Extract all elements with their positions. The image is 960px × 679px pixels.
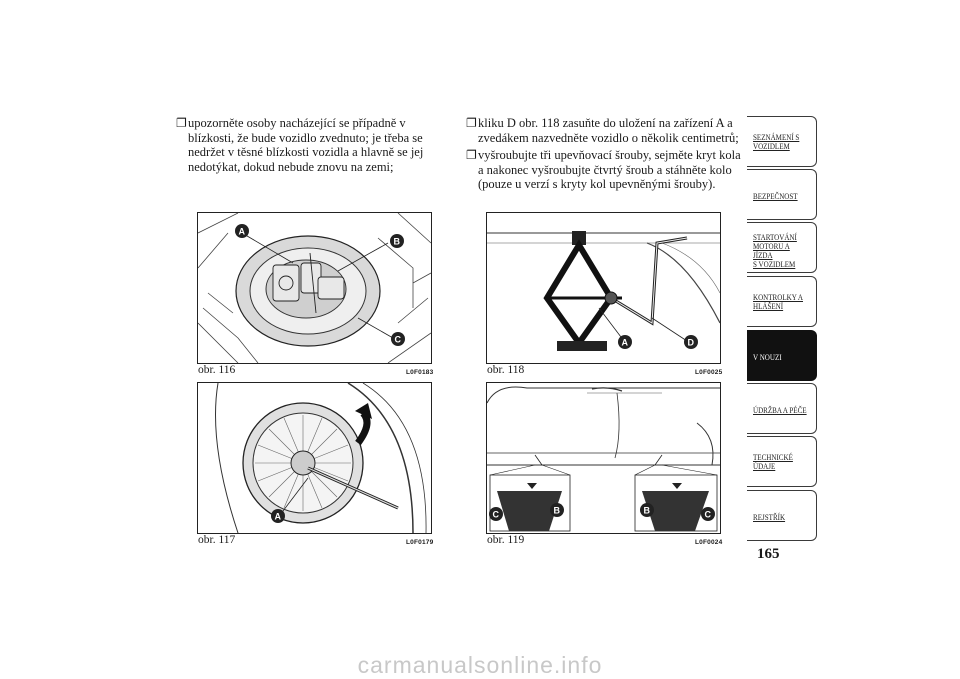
list-item-text: kliku D obr. 118 zasuňte do uložení na z…	[478, 116, 739, 145]
tab-label: REJSTŘÍK	[753, 513, 786, 522]
tab-label: KONTROLKY A HLÁŠENÍ	[753, 293, 803, 311]
checkbox-bullet-icon: ❐	[176, 116, 187, 130]
figure-code: L0F0183	[406, 369, 434, 376]
callout-label-c: C	[489, 507, 503, 521]
spare-wheel-illustration: A B C	[198, 213, 431, 363]
page-number: 165	[757, 546, 780, 562]
callout-label-b: B	[640, 503, 654, 517]
callout-label-b: B	[550, 503, 564, 517]
tab-label: V NOUZI	[753, 353, 782, 362]
callout-label-a: A	[618, 335, 632, 349]
tab-kontrolky[interactable]: KONTROLKY A HLÁŠENÍ	[747, 276, 817, 327]
figure-caption: obr. 118	[487, 364, 525, 376]
callout-label-a: A	[271, 509, 285, 523]
tab-label: ÚDRŽBA A PÉČE	[753, 406, 807, 415]
tab-udrzba[interactable]: ÚDRŽBA A PÉČE	[747, 383, 817, 434]
figure-117-wheel-bolts: A	[197, 382, 432, 534]
jack-illustration: A D	[487, 231, 720, 351]
callout-label-b: B	[390, 234, 404, 248]
wheel-bolt-illustration: A	[215, 383, 427, 533]
figure-caption: obr. 119	[487, 534, 525, 546]
figure-116-spare-wheel: A B C	[197, 212, 432, 364]
list-item-text: upozorněte osoby nacházející se případně…	[188, 116, 424, 174]
list-item: ❐ upozorněte osoby nacházející se případ…	[176, 116, 431, 174]
figure-caption: obr. 116	[198, 364, 236, 376]
svg-text:C: C	[705, 510, 712, 520]
watermark-text: carmanualsonline.info	[357, 652, 603, 678]
tab-startovani[interactable]: STARTOVÁNÍ MOTORU A JÍZDA S VOZIDLEM	[747, 222, 817, 273]
tab-bezpecnost[interactable]: BEZPEČNOST	[747, 169, 817, 220]
jack-points-illustration: C B B C	[487, 386, 720, 532]
list-item: ❐ kliku D obr. 118 zasuňte do uložení na…	[466, 116, 742, 145]
figure-caption: obr. 117	[198, 534, 236, 546]
figure-code: L0F0025	[695, 369, 723, 376]
list-item-text: vyšroubujte tři upevňovací šrouby, sejmě…	[478, 148, 741, 192]
svg-text:B: B	[394, 237, 401, 247]
callout-label-c: C	[701, 507, 715, 521]
tab-label: BEZPEČNOST	[753, 192, 798, 201]
left-text-column: ❐ upozorněte osoby nacházející se případ…	[176, 116, 431, 177]
svg-text:B: B	[554, 506, 561, 516]
figure-118-jack: A D	[486, 212, 721, 364]
tab-seznameni-s-vozidlem[interactable]: SEZNÁMENÍ S VOZIDLEM	[747, 116, 817, 167]
svg-text:A: A	[622, 338, 629, 348]
callout-label-d: D	[684, 335, 698, 349]
tab-label: TECHNICKÉ ÚDAJE	[753, 453, 793, 471]
svg-text:D: D	[688, 338, 695, 348]
right-text-column: ❐ kliku D obr. 118 zasuňte do uložení na…	[466, 116, 742, 195]
tab-technicke-udaje[interactable]: TECHNICKÉ ÚDAJE	[747, 436, 817, 487]
checkbox-bullet-icon: ❐	[466, 148, 477, 163]
figure-code: L0F0024	[695, 539, 723, 546]
svg-text:C: C	[493, 510, 500, 520]
list-item: ❐ vyšroubujte tři upevňovací šrouby, sej…	[466, 148, 742, 192]
figure-119-jack-points: C B B C	[486, 382, 721, 534]
tab-label: STARTOVÁNÍ MOTORU A JÍZDA S VOZIDLEM	[753, 233, 797, 269]
svg-text:A: A	[275, 512, 282, 522]
tab-v-nouzi[interactable]: V NOUZI	[747, 330, 817, 381]
checkbox-bullet-icon: ❐	[466, 116, 477, 130]
tab-rejstrik[interactable]: REJSTŘÍK	[747, 490, 817, 541]
svg-text:A: A	[239, 227, 246, 237]
callout-label-a: A	[235, 224, 249, 238]
figure-code: L0F0179	[406, 539, 434, 546]
callout-label-c: C	[391, 332, 405, 346]
tab-label: SEZNÁMENÍ S VOZIDLEM	[753, 133, 800, 151]
svg-text:C: C	[395, 335, 402, 345]
svg-text:B: B	[644, 506, 651, 516]
